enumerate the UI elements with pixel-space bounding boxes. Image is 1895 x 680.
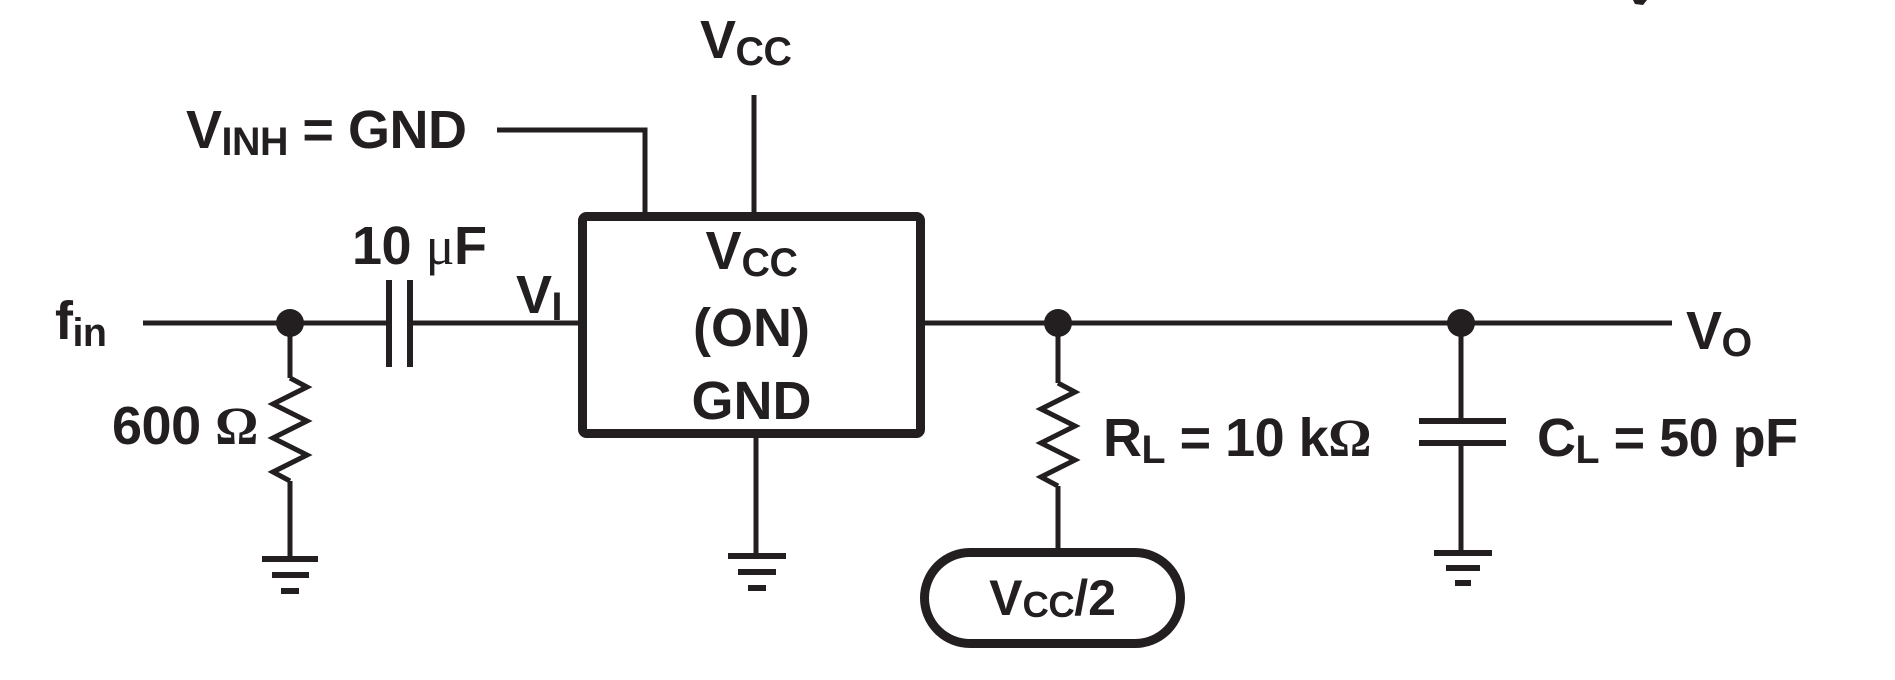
inhibit-input-label-rest: = GND — [287, 100, 467, 160]
bias-source-label-rest: /2 — [1074, 570, 1116, 626]
inhibit-input-label-main: V — [186, 100, 222, 160]
omega-symbol: Ω — [215, 396, 258, 456]
device-box-line1-sub: CC — [741, 241, 798, 286]
omega-symbol: Ω — [1328, 408, 1371, 468]
switch-input-label: VI — [516, 265, 563, 327]
coupling-capacitor-label: 10 μF — [352, 219, 487, 273]
bias-source-label-main: V — [989, 570, 1023, 626]
load-resistor-zigzag — [1035, 380, 1081, 489]
load-capacitor-label-sub: L — [1575, 428, 1600, 473]
input-signal-label: fin — [55, 291, 107, 353]
device-box — [578, 212, 925, 438]
device-box-line1: VCC — [578, 221, 925, 283]
load-resistor-label-main: R — [1103, 408, 1142, 468]
input-signal-label-main: f — [55, 291, 73, 351]
inhibit-input-label: VINH = GND — [186, 100, 467, 162]
device-box-text: VCC (ON) GND — [578, 213, 925, 438]
source-resistor-label: 600 Ω — [112, 399, 258, 453]
load-resistor-label-sub: L — [1141, 428, 1166, 473]
output-signal-label: VO — [1686, 301, 1752, 363]
mu-symbol: μ — [425, 216, 455, 276]
load-resistor-label-rest: = 10 k — [1165, 408, 1329, 468]
cropped-text-fragment — [1633, 0, 1647, 5]
device-box-line3: GND — [691, 371, 812, 431]
switch-input-label-main: V — [516, 265, 552, 325]
input-signal-label-sub: in — [72, 311, 107, 356]
device-box-line2: (ON) — [693, 298, 810, 358]
bias-source-oval — [920, 548, 1185, 648]
supply-label-sub: CC — [735, 30, 792, 75]
switch-input-label-sub: I — [551, 285, 563, 330]
load-capacitor-label-rest: = 50 pF — [1599, 408, 1799, 468]
load-capacitor-label-main: C — [1537, 408, 1576, 468]
supply-label-main: V — [700, 10, 736, 70]
output-signal-label-main: V — [1686, 301, 1722, 361]
source-resistor-zigzag — [267, 375, 313, 484]
inhibit-wire — [497, 127, 648, 214]
coupling-capacitor-value: 10 — [352, 216, 426, 276]
load-capacitor-label: CL = 50 pF — [1537, 408, 1799, 470]
inhibit-input-label-sub: INH — [221, 120, 289, 165]
load-resistor-label: RL = 10 kΩ — [1103, 408, 1371, 470]
coupling-capacitor-unit: F — [454, 216, 487, 276]
output-signal-label-sub: O — [1721, 321, 1753, 366]
device-box-line1-main: V — [705, 221, 742, 281]
source-resistor-value: 600 — [112, 396, 216, 456]
supply-label: VCC — [700, 10, 792, 72]
